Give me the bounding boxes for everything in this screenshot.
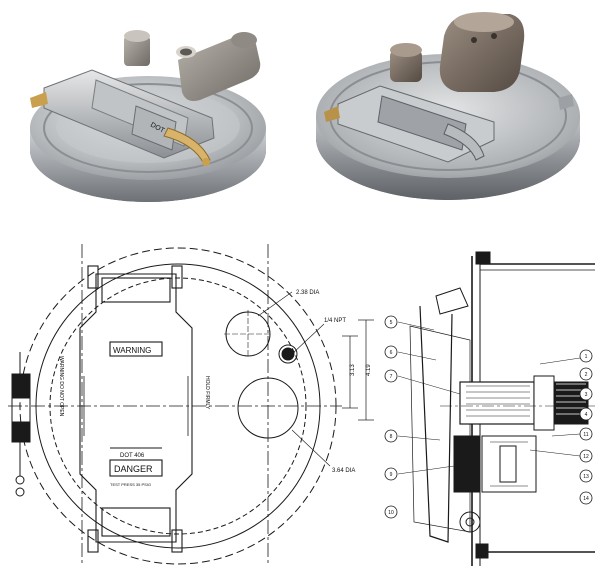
plan-view-labels: 2.38 DIA 1/4 NPT 3.64 DIA 3.13 4.19 WARN… — [58, 290, 372, 487]
npt-port — [281, 347, 295, 361]
balloon-right-0-circle — [579, 349, 593, 363]
vent-housing — [124, 30, 261, 101]
dim-small-hole: 2.38 DIA — [296, 290, 319, 296]
balloon-right-1-label: 2 — [585, 372, 588, 378]
clamp-plate — [79, 265, 193, 553]
balloon-right-1-circle — [579, 367, 593, 381]
balloon-right-2-label: 3 — [585, 392, 588, 398]
balloon-right-4-label: 11 — [583, 432, 588, 438]
dim-outer-height: 4.19 — [366, 364, 372, 376]
balloon-right-0-label: 1 — [585, 354, 588, 360]
hinge-clamp-assembly — [324, 85, 574, 163]
plan-view — [8, 244, 374, 566]
dim-npt: 1/4 NPT — [324, 318, 346, 324]
balloon-right-3-label: 4 — [585, 412, 588, 418]
stamp-left: WARNING DO NOT OPEN — [58, 356, 64, 417]
balloon-right-4-circle — [579, 427, 593, 441]
hinge-clamp-assembly: DOT 406 — [30, 69, 215, 166]
balloon-right-5-label: 12 — [583, 454, 589, 460]
balloon-left-3-label: 8 — [390, 434, 393, 440]
balloon-right-7-label: 14 — [583, 496, 589, 502]
dim-inner-height: 3.13 — [350, 364, 356, 376]
balloon-right-3-circle — [579, 407, 593, 421]
balloon-left-4-label: 9 — [390, 472, 393, 478]
balloon-left-5-label: 10 — [388, 510, 394, 516]
plate-danger-label: DANGER — [114, 464, 153, 474]
balloon-left-0-label: 5 — [390, 320, 393, 326]
balloon-left-3-circle — [384, 429, 398, 443]
balloon-right-2-circle — [579, 387, 593, 401]
large-opening — [237, 377, 299, 439]
balloon-left-1-label: 6 — [390, 350, 393, 356]
balloon-left-1-circle — [384, 345, 398, 359]
dim-large-hole: 3.64 DIA — [332, 468, 355, 474]
balloon-right-7-circle — [579, 491, 593, 505]
balloon-right-6-label: 13 — [583, 474, 589, 480]
balloon-left-2-label: 7 — [390, 374, 393, 380]
stamp-right: HOLD FIRMLY — [204, 376, 210, 410]
manhole-photo-right — [316, 12, 580, 200]
balloon-left-4-circle — [384, 467, 398, 481]
balloon-right-6-circle — [579, 469, 593, 483]
balloon-left-5-circle — [384, 505, 398, 519]
manhole-photo-left: DOT 406 — [30, 30, 266, 202]
plate-dot-label: DOT 406 — [120, 453, 145, 459]
section-view — [397, 251, 595, 566]
technical-drawing: 2.38 DIA 1/4 NPT 3.64 DIA 3.13 4.19 WARN… — [8, 244, 595, 566]
balloon-right-5-circle — [579, 449, 593, 463]
balloon-left-2-circle — [384, 369, 398, 383]
plate-fine-print: TEST PRESS 35 PSIG — [110, 482, 151, 487]
vent-housing — [390, 12, 525, 92]
hinge-left — [11, 352, 31, 497]
balloon-left-0-circle — [384, 315, 398, 329]
plate-warning-label: WARNING — [113, 346, 151, 355]
